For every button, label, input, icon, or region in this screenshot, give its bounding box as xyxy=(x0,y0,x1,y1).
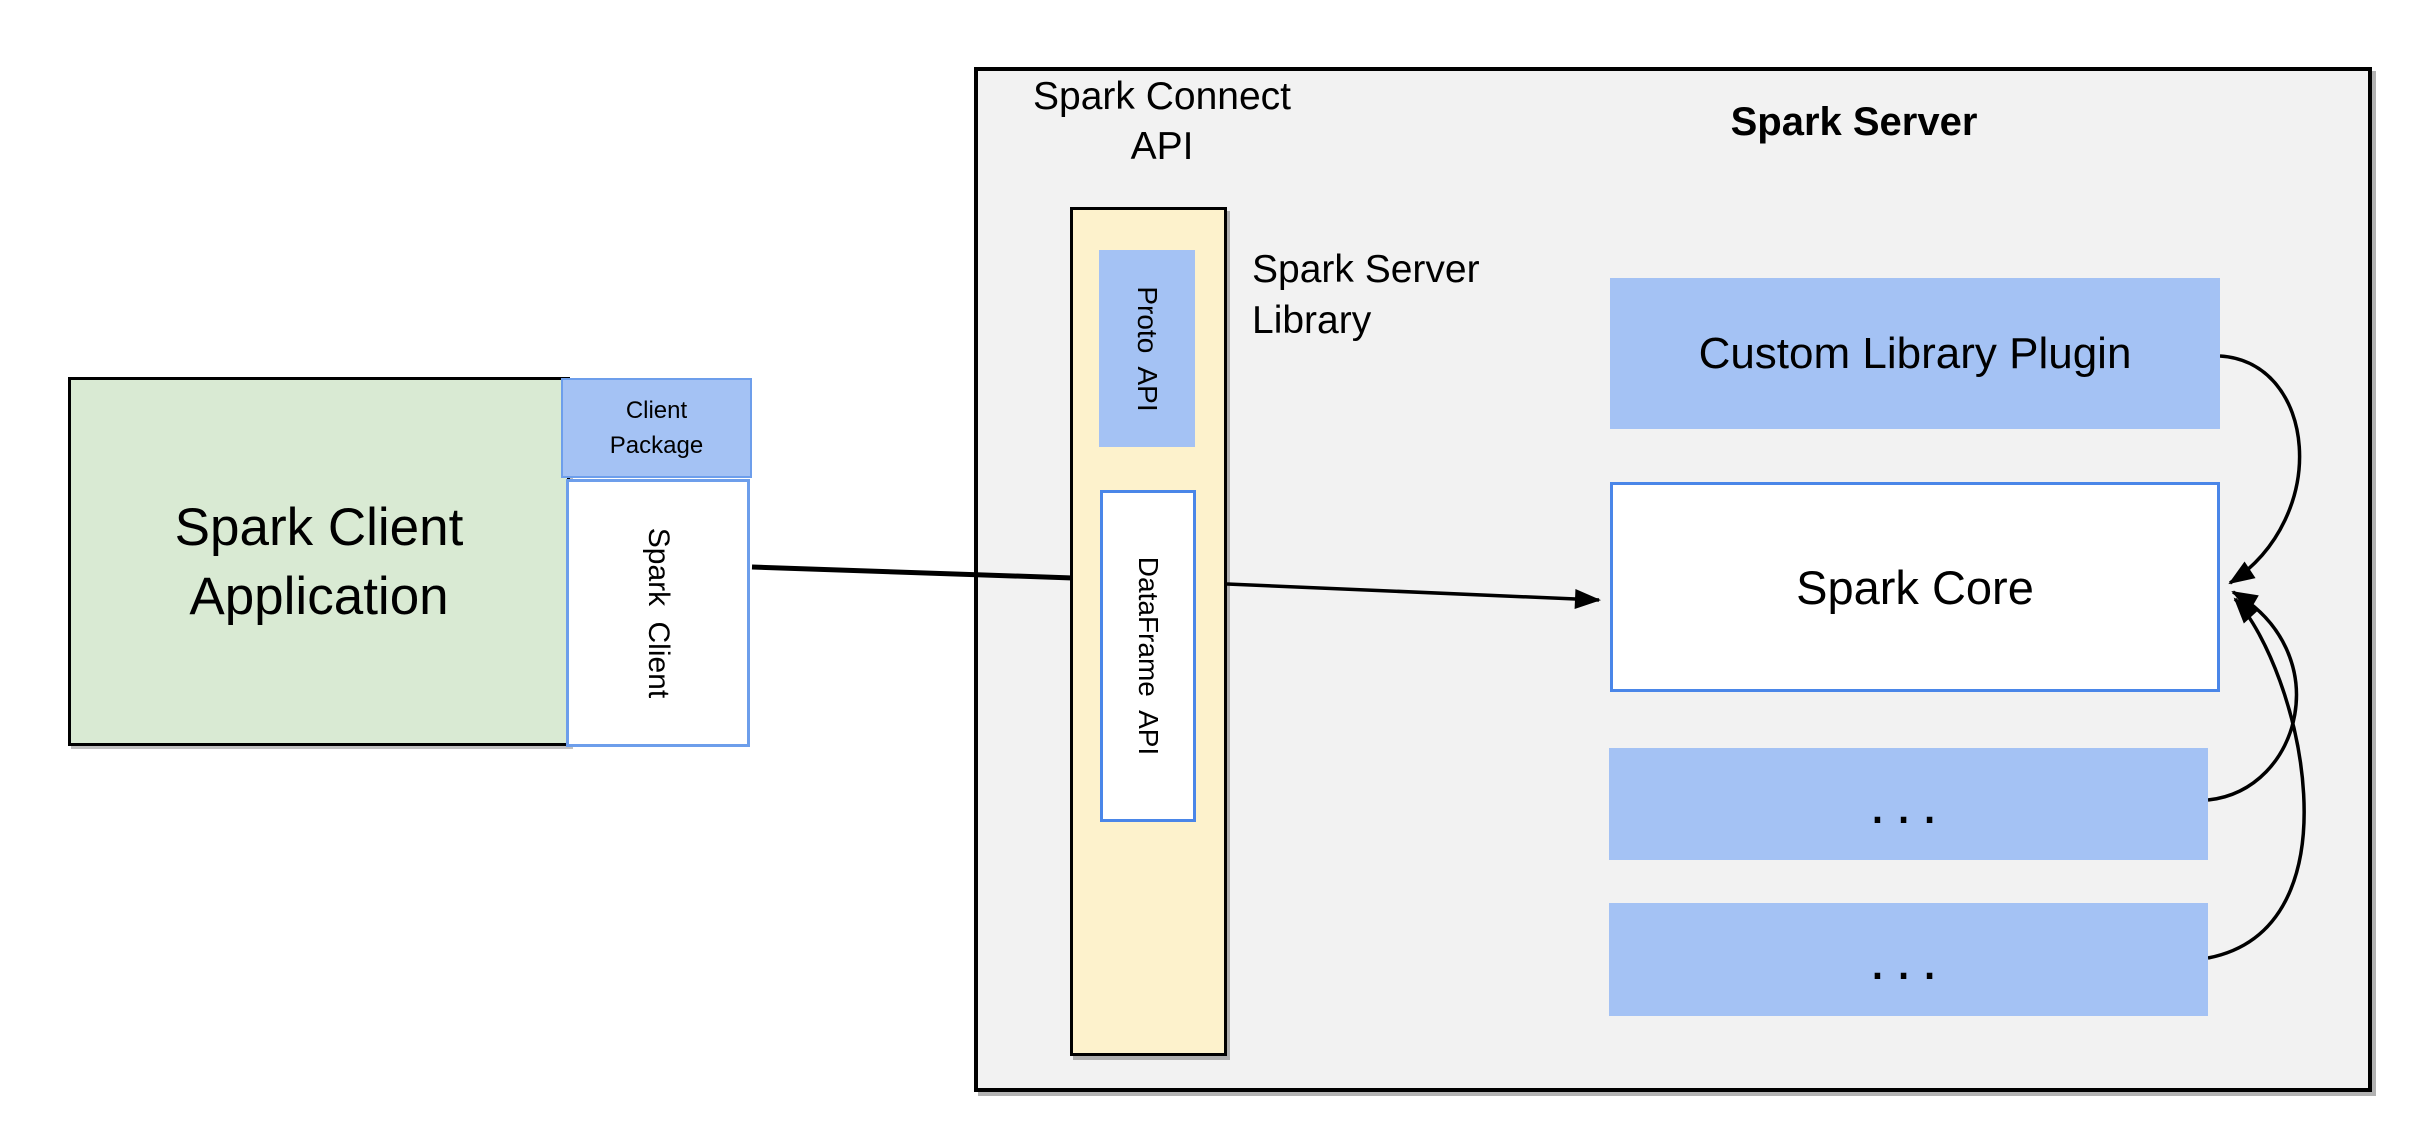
dataframe-api-label: DataFrame API xyxy=(1133,556,1164,756)
spark-connect-api-label-line1: Spark Connect xyxy=(1033,75,1291,118)
module-placeholder-1-label: ... xyxy=(1869,771,1948,836)
spark-connect-api-label: Spark Connect API xyxy=(1012,72,1312,172)
spark-server-library-label-line1: Spark Server xyxy=(1252,248,1480,291)
proto-api-label-wrap: Proto API xyxy=(1099,250,1195,447)
custom-library-plugin-box: Custom Library Plugin xyxy=(1610,278,2220,429)
spark-client-application-box: Spark Client Application xyxy=(68,377,570,746)
custom-library-plugin-label: Custom Library Plugin xyxy=(1698,328,2132,378)
spark-server-library-label: Spark Server Library xyxy=(1252,244,1572,346)
spark-core-label: Spark Core xyxy=(1796,560,2034,614)
spark-connect-api-label-line2: API xyxy=(1130,125,1194,168)
spark-server-title: Spark Server xyxy=(1730,100,1978,144)
spark-client-label-wrap: Spark Client xyxy=(569,482,747,744)
spark-client-application-label-line1: Spark Client xyxy=(174,497,464,557)
module-placeholder-1-box: ... xyxy=(1609,748,2208,860)
dataframe-api-box: DataFrame API xyxy=(1100,490,1196,822)
client-package-box: Client Package xyxy=(561,378,752,478)
proto-api-label: Proto API xyxy=(1132,285,1163,412)
spark-client-application-label-line2: Application xyxy=(189,566,449,626)
spark-server-library-label-line2: Library xyxy=(1252,299,1372,342)
proto-api-box: Proto API xyxy=(1099,250,1195,447)
client-package-label-line2: Package xyxy=(609,432,704,459)
spark-client-box: Spark Client xyxy=(566,479,750,747)
client-package-label-line1: Client xyxy=(625,397,688,424)
spark-core-box: Spark Core xyxy=(1610,482,2220,692)
module-placeholder-2-label: ... xyxy=(1869,926,1948,992)
module-placeholder-2-box: ... xyxy=(1609,903,2208,1016)
spark-client-label: Spark Client xyxy=(642,527,675,699)
spark-connect-api-column xyxy=(1070,207,1227,1056)
dataframe-api-label-wrap: DataFrame API xyxy=(1103,493,1193,819)
